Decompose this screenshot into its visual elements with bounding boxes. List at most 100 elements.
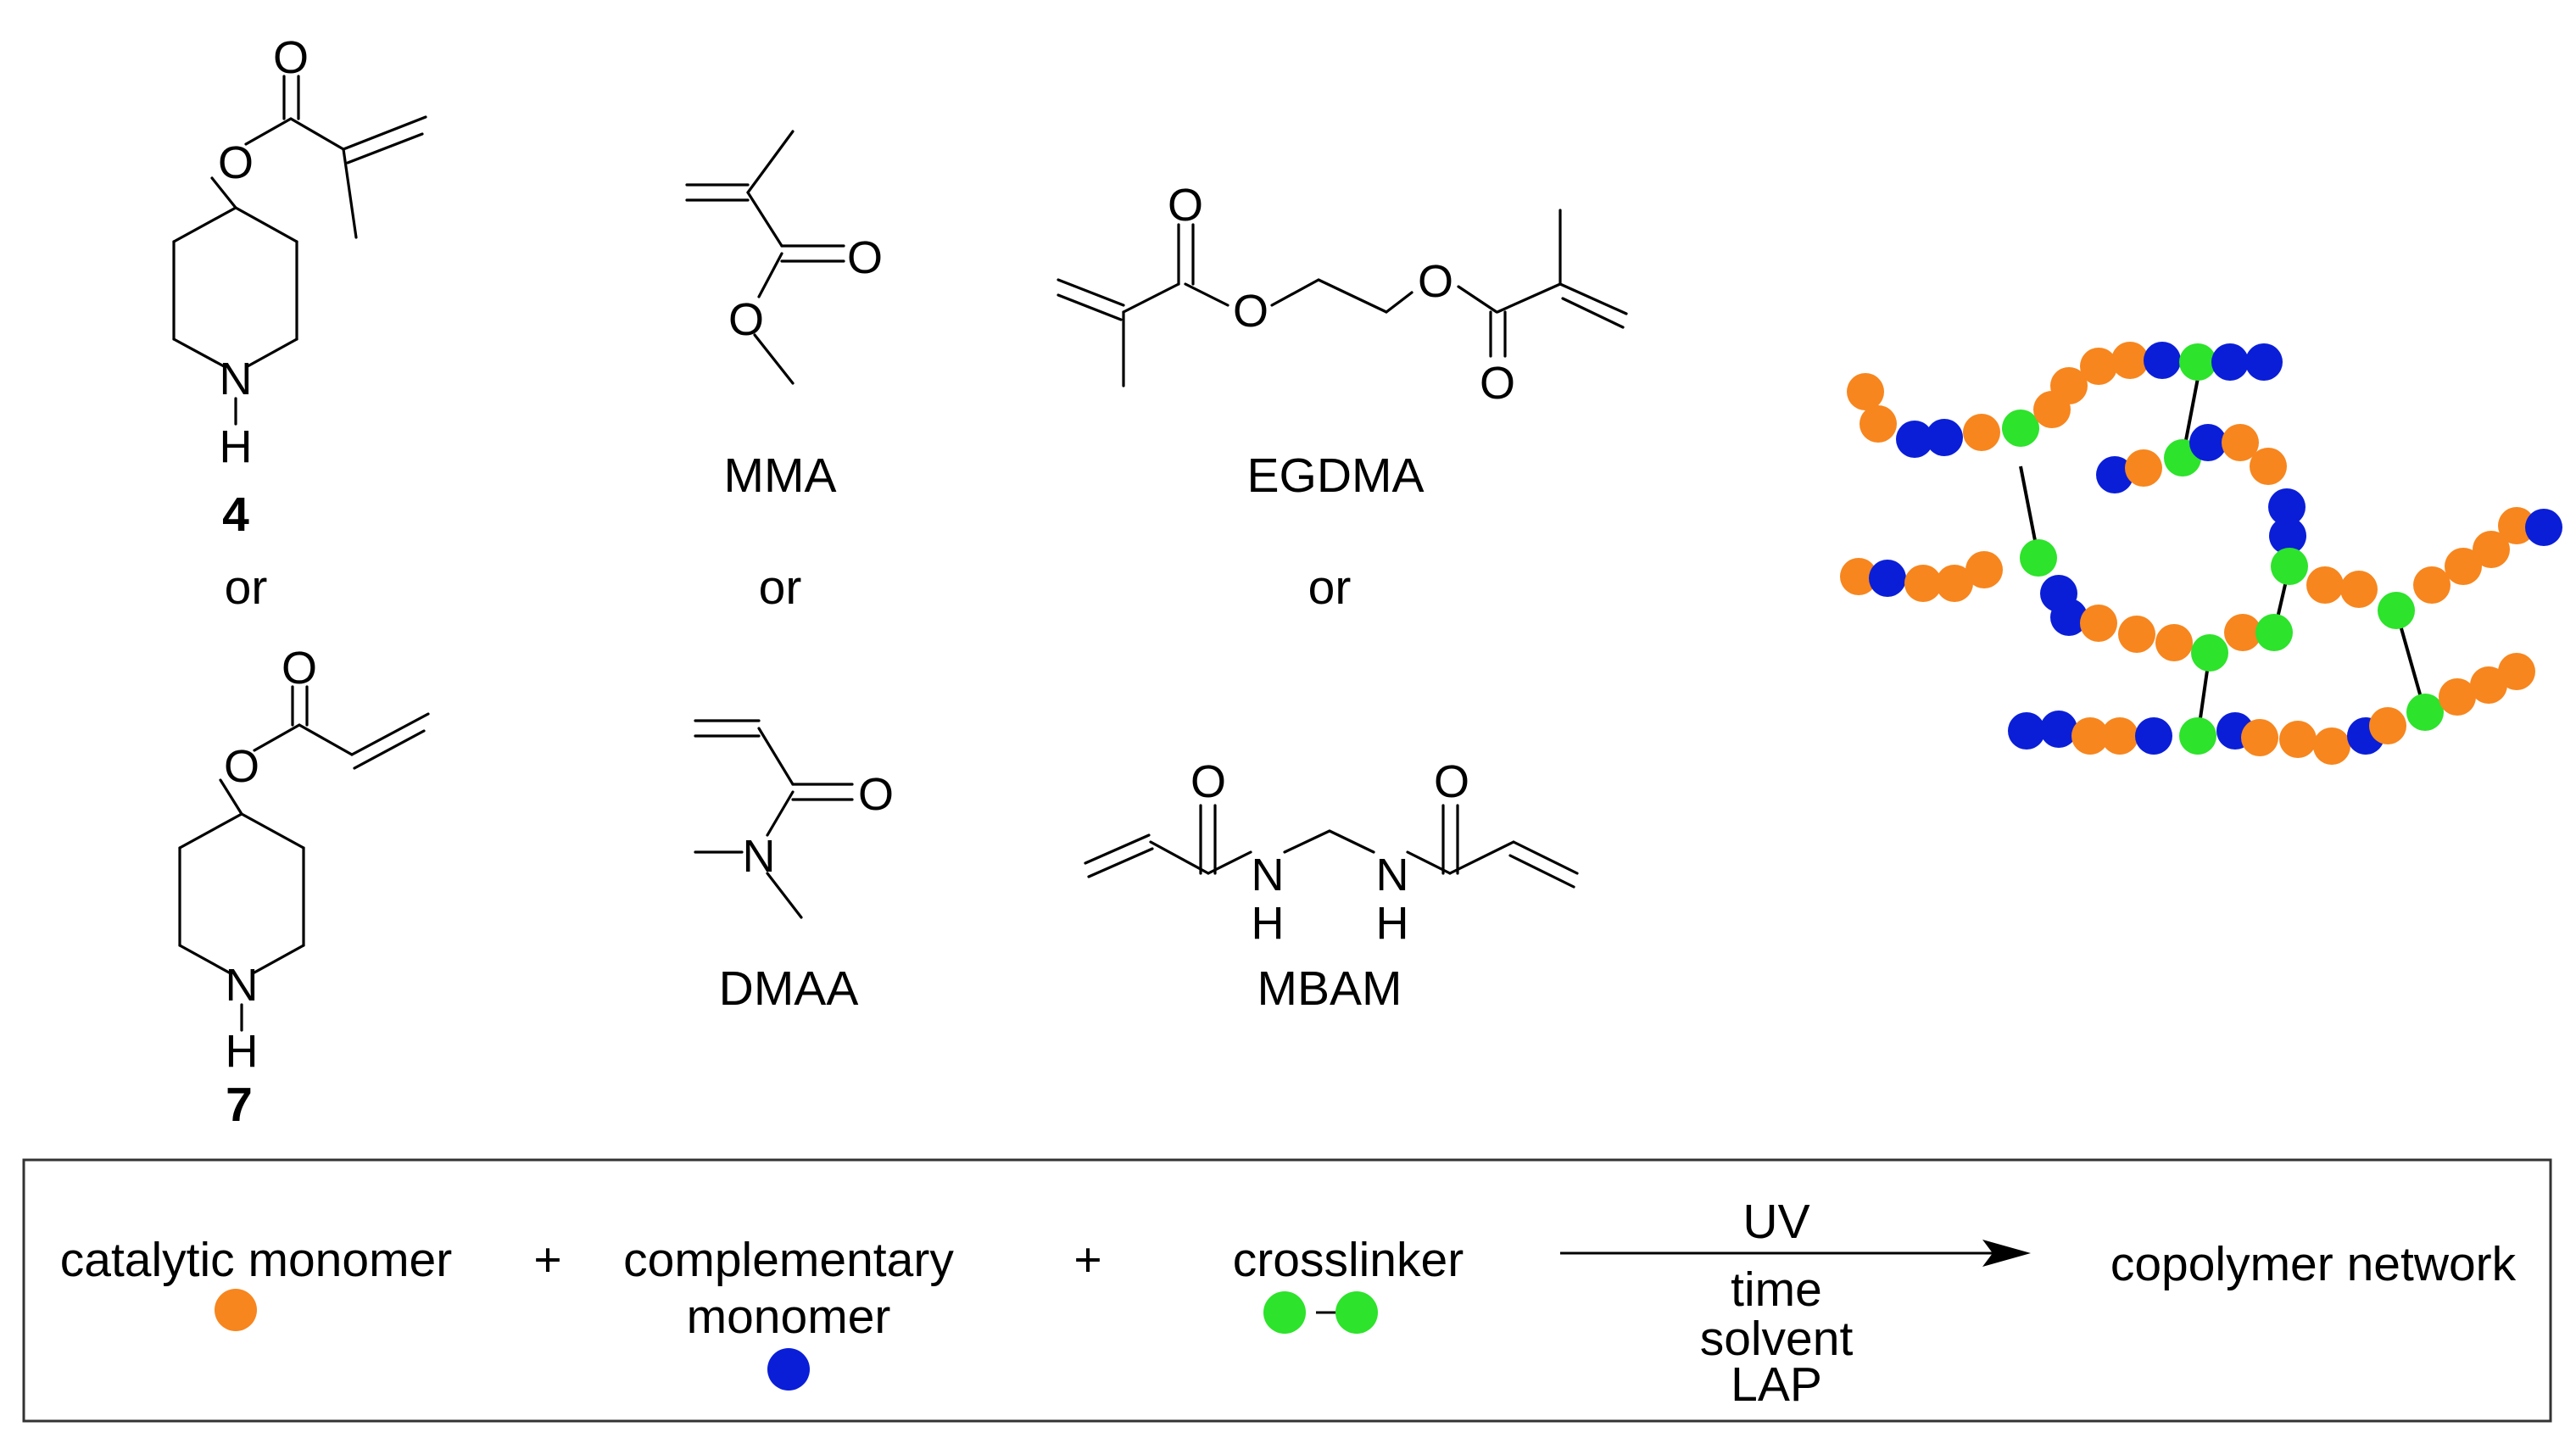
catalytic-monomer-bead [2241, 719, 2278, 756]
catalytic-monomer-label: catalytic monomer [60, 1233, 453, 1287]
catalytic-monomer-bead [2413, 566, 2451, 604]
arrow-condition-lap: LAP [1731, 1357, 1822, 1412]
dmaa-label: DMAA [719, 961, 859, 1016]
complementary-monomer-bead [2245, 343, 2283, 381]
catalytic-monomer-bead [1840, 558, 1877, 595]
catalytic-monomer-bead [2155, 624, 2193, 661]
compound-4-label: 4 [222, 488, 249, 542]
catalytic-monomer-bead [2118, 616, 2155, 653]
catalytic-monomer-bead [2313, 727, 2350, 765]
catalytic-monomer-bead [2222, 424, 2259, 461]
atom-O: O [1168, 180, 1203, 231]
plus-sign: + [1073, 1233, 1101, 1287]
complementary-monomer-bead [2050, 599, 2088, 636]
complementary-monomer-bead [2525, 509, 2562, 546]
arrow-condition-uv: UV [1742, 1195, 1809, 1249]
crosslinker-bead [2191, 634, 2228, 672]
crosslinker-bead [2271, 548, 2308, 585]
egdma-label: EGDMA [1246, 449, 1424, 503]
atom-O: O [858, 769, 894, 820]
catalytic-monomer-bead [1904, 565, 1942, 602]
catalytic-monomer-bead [2080, 605, 2117, 642]
catalytic-monomer-bead [2279, 721, 2317, 758]
compound-4-structure: O O N H 4 [172, 32, 427, 542]
crosslinker-bead [2378, 592, 2415, 629]
catalytic-monomer-bead [2340, 571, 2378, 608]
catalytic-monomer-bead [2473, 531, 2510, 568]
compound-7-structure: O O N H 7 [178, 643, 430, 1132]
complementary-monomer-label-line1: complementary [623, 1233, 954, 1287]
catalytic-monomer-bead [2369, 707, 2406, 744]
atom-O: O [1190, 756, 1226, 807]
catalytic-monomer-bead [1847, 373, 1884, 410]
crosslinker-bead [2255, 614, 2293, 651]
complementary-monomer-bead [2268, 488, 2306, 526]
catalytic-monomer-bead [2080, 348, 2117, 385]
atom-N: N [1252, 850, 1285, 900]
copolymer-network-illustration [1840, 342, 2562, 765]
atom-H: H [226, 1026, 259, 1077]
catalytic-monomer-bead [2224, 614, 2261, 651]
catalytic-monomer-bead [2071, 717, 2109, 755]
or-label: or [1308, 560, 1352, 615]
catalytic-monomer-bead [1936, 565, 1973, 602]
catalytic-monomer-bead [2101, 717, 2138, 755]
catalytic-monomer-bead-icon [215, 1289, 257, 1331]
or-label: or [225, 560, 268, 615]
complementary-monomer-bead [2008, 712, 2045, 750]
dmaa-structure: O N DMAA [694, 719, 894, 1016]
complementary-monomer-bead [2144, 342, 2181, 379]
complementary-monomer-bead [2096, 456, 2133, 493]
atom-O: O [1233, 286, 1268, 337]
complementary-monomer-bead [2269, 517, 2306, 555]
egdma-structure: O O O O EGDMA [1057, 180, 1628, 503]
mbam-label: MBAM [1257, 961, 1402, 1016]
atom-O: O [282, 643, 317, 694]
complementary-monomer-bead [2211, 343, 2249, 381]
mma-label: MMA [724, 449, 837, 503]
catalytic-monomer-bead [2111, 342, 2149, 379]
atom-N: N [1376, 850, 1409, 900]
crosslinker-label: crosslinker [1233, 1233, 1464, 1287]
or-label: or [759, 560, 802, 615]
catalytic-monomer-bead [2498, 653, 2535, 690]
catalytic-monomer-bead [2050, 367, 2088, 404]
atom-O: O [728, 294, 764, 345]
atom-O: O [224, 741, 259, 792]
complementary-monomer-bead [2040, 711, 2077, 748]
arrow-condition-time: time [1731, 1262, 1822, 1317]
crosslinker-icon [1263, 1291, 1378, 1334]
complementary-monomer-bead [1926, 419, 1963, 456]
atom-H: H [1376, 898, 1409, 949]
product-label: copolymer network [2110, 1237, 2517, 1291]
catalytic-monomer-bead [1965, 551, 2003, 588]
atom-N: N [226, 960, 259, 1011]
catalytic-monomer-bead [2306, 566, 2344, 604]
reaction-arrow [1560, 1240, 2031, 1267]
atom-H: H [220, 421, 253, 472]
catalytic-monomer-bead [2125, 449, 2162, 487]
complementary-monomer-bead [1896, 421, 1933, 458]
reaction-legend-box: catalytic monomer + complementary monome… [22, 1158, 2552, 1423]
catalytic-monomer-bead [2470, 666, 2507, 704]
atom-H: H [1252, 898, 1285, 949]
crosslinker-bead [2406, 694, 2444, 731]
plus-sign: + [533, 1233, 561, 1287]
complementary-monomer-label-line2: monomer [687, 1290, 891, 1344]
crosslinker-bead [2002, 410, 2039, 447]
atom-O: O [1418, 256, 1453, 307]
mma-structure: O O MMA [685, 130, 883, 503]
atom-O: O [1480, 358, 1515, 409]
complementary-monomer-bead-icon [767, 1348, 810, 1391]
crosslinker-bead [2020, 539, 2057, 577]
crosslinker-bead [2179, 717, 2216, 755]
complementary-monomer-bead [2189, 424, 2227, 461]
atom-O: O [218, 137, 254, 188]
catalytic-monomer-bead [2250, 448, 2287, 485]
catalytic-monomer-bead [1963, 414, 2000, 451]
catalytic-monomer-bead [2498, 507, 2535, 544]
catalytic-monomer-bead [1860, 405, 1897, 443]
atom-O: O [847, 232, 883, 283]
atom-O: O [1434, 756, 1469, 807]
